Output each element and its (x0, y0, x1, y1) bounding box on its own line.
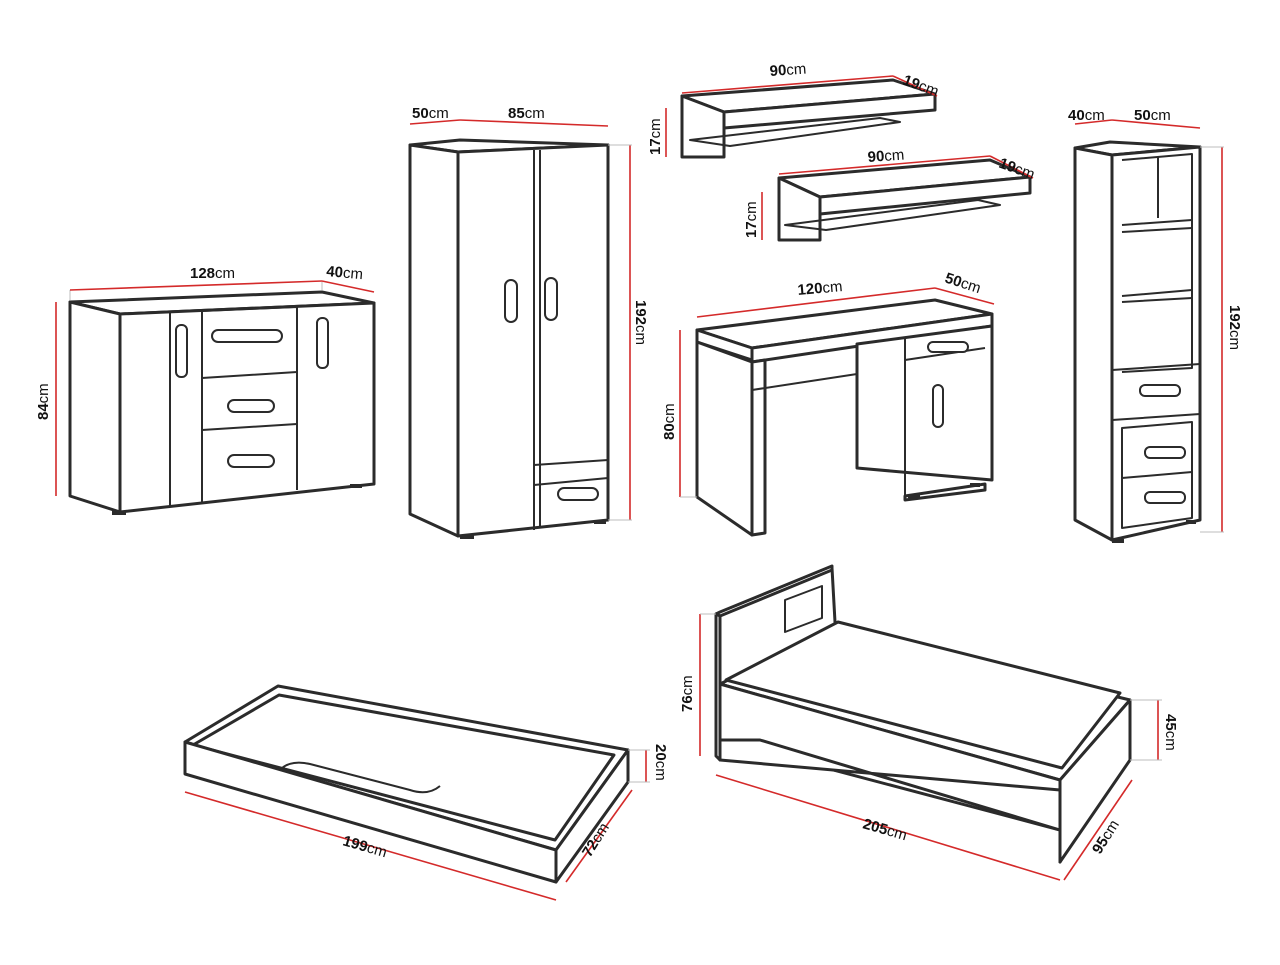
wardrobe: 50cm 85cm 192cm (408, 105, 649, 539)
desk: 120cm 50cm 80cm (661, 270, 995, 537)
shelf-top-width-label: 90cm (769, 60, 807, 80)
sideboard: 128cm 40cm 84cm (35, 263, 376, 515)
bed-side-height-label: 45cm (1162, 714, 1179, 751)
drawer-bed-length-label: 199cm (341, 833, 389, 862)
wardrobe-depth-label: 50cm (412, 105, 449, 122)
bookcase-depth-label: 40cm (1068, 107, 1105, 124)
sideboard-width-label: 128cm (190, 265, 235, 282)
shelf-bottom-height-label: 17cm (743, 201, 760, 238)
desk-width-label: 120cm (797, 278, 843, 299)
shelf-top-depth-label: 19cm (901, 72, 941, 101)
wardrobe-height-label: 192cm (632, 300, 649, 345)
shelf-top-height-label: 17cm (647, 118, 664, 155)
shelf-bottom-width-label: 90cm (867, 146, 905, 166)
bed-headboard-height-label: 76cm (679, 675, 696, 712)
bookcase: 40cm 50cm 192cm (1068, 107, 1243, 543)
drawer-bed: 199cm 72cm 20cm (183, 684, 669, 901)
sideboard-height-label: 84cm (35, 383, 52, 420)
bookcase-width-label: 50cm (1134, 107, 1171, 124)
drawer-bed-height-label: 20cm (652, 744, 669, 781)
wardrobe-width-label: 85cm (508, 105, 545, 122)
bed: 205cm 95cm 76cm 45cm (679, 564, 1179, 881)
desk-depth-label: 50cm (943, 270, 983, 298)
shelf-bottom-depth-label: 19cm (997, 155, 1037, 184)
desk-height-label: 80cm (661, 403, 678, 440)
shelf-bottom: 90cm 19cm 17cm (743, 146, 1037, 242)
bed-length-label: 205cm (861, 816, 909, 845)
bookcase-height-label: 192cm (1226, 305, 1243, 350)
sideboard-depth-label: 40cm (326, 263, 364, 283)
shelf-top: 90cm 19cm 17cm (647, 60, 941, 159)
